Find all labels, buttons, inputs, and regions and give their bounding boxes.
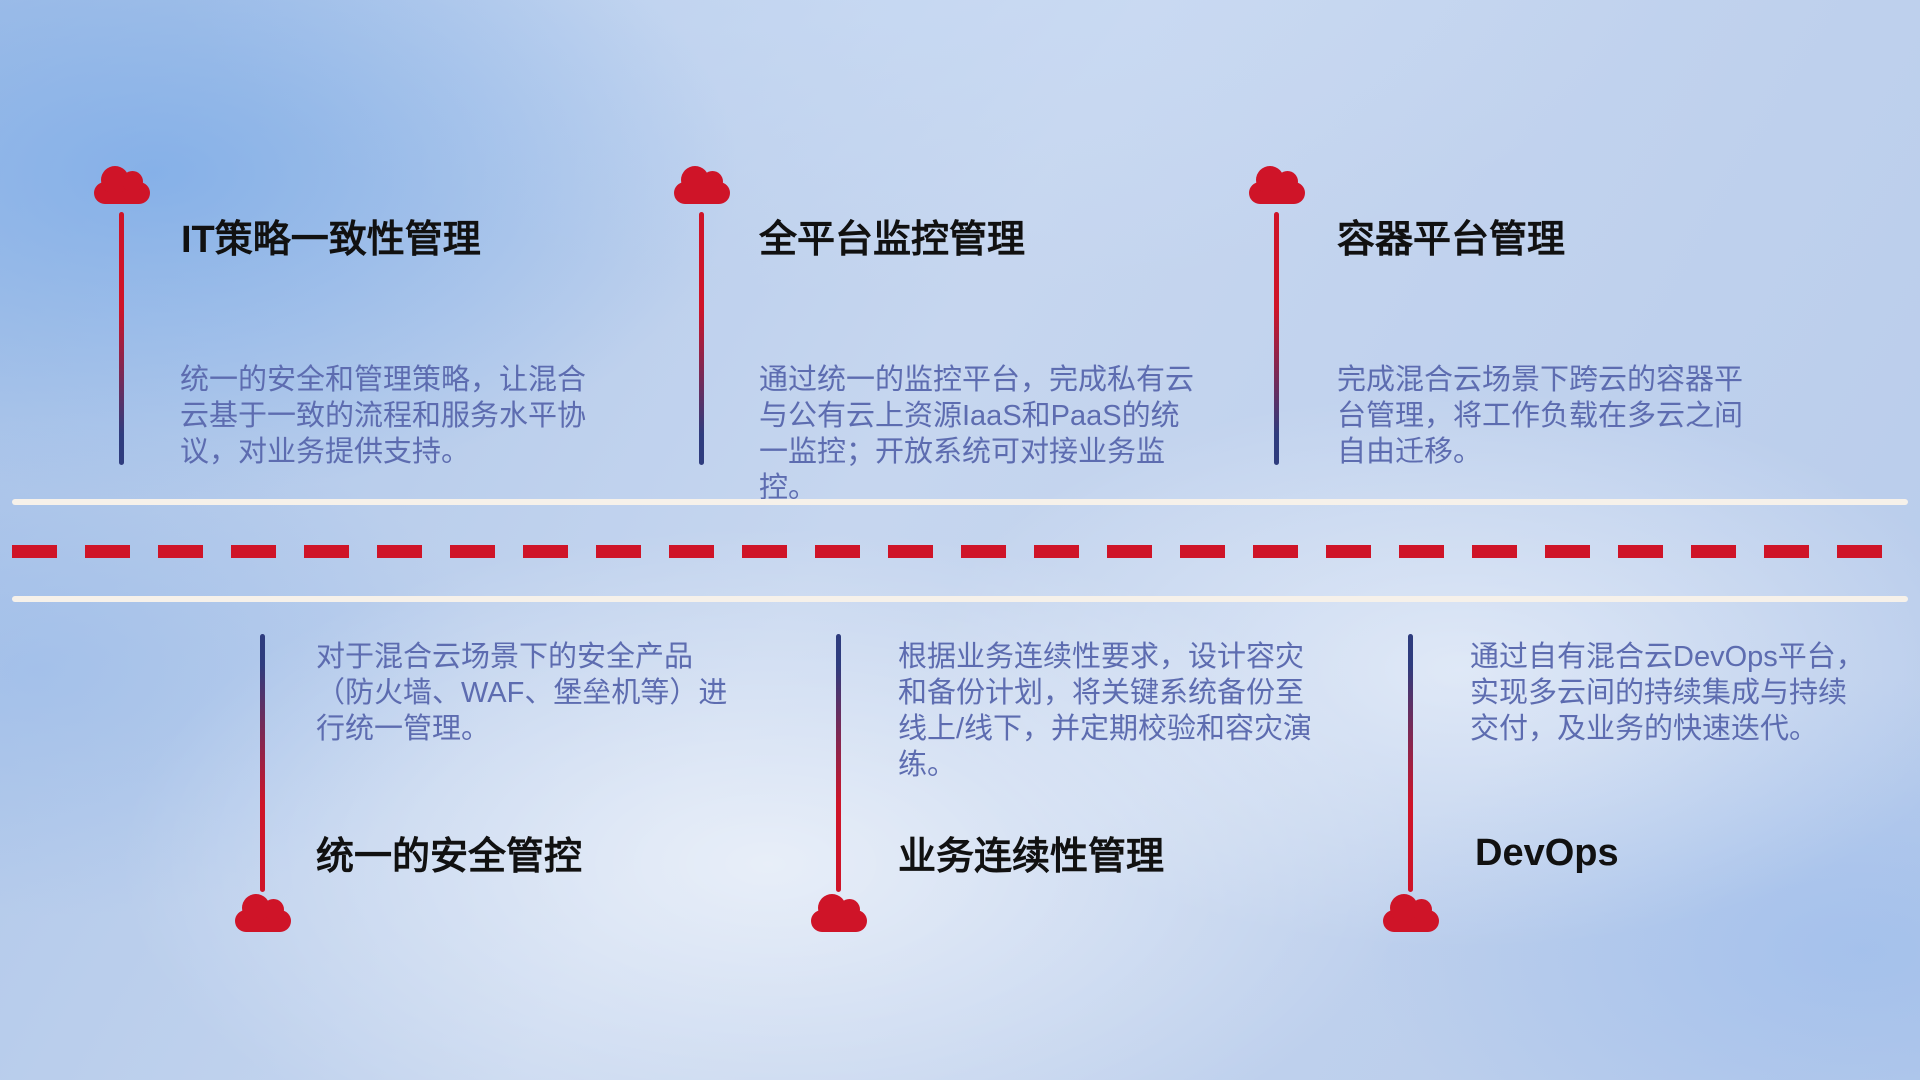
divider-dashed-line (12, 545, 1908, 558)
item-desc: 统一的安全和管理策略，让混合云基于一致的流程和服务水平协议，对业务提供支持。 (180, 364, 587, 468)
item-desc: 通过统一的监控平台，完成私有云与公有云上资源IaaS和PaaS的统一监控；开放系… (759, 364, 1195, 504)
item-title: 全平台监控管理 (759, 219, 1026, 261)
timeline-bar (836, 634, 841, 892)
divider-line-top (12, 499, 1908, 505)
cloud-icon (1383, 894, 1439, 932)
timeline-bar (699, 212, 704, 465)
timeline-bar (1408, 634, 1413, 892)
item-title: IT策略一致性管理 (181, 219, 481, 261)
item-title: DevOps (1475, 832, 1619, 874)
item-desc: 根据业务连续性要求，设计容灾和备份计划，将关键系统备份至线上/线下，并定期校验和… (898, 641, 1313, 781)
cloud-icon (235, 894, 291, 932)
cloud-icon (674, 166, 730, 204)
timeline-bar (119, 212, 124, 465)
cloud-icon (1249, 166, 1305, 204)
item-desc: 通过自有混合云DevOps平台，实现多云间的持续集成与持续交付，及业务的快速迭代… (1470, 641, 1865, 745)
item-desc: 对于混合云场景下的安全产品（防火墙、WAF、堡垒机等）进行统一管理。 (316, 641, 728, 745)
cloud-icon (811, 894, 867, 932)
item-desc: 完成混合云场景下跨云的容器平台管理，将工作负载在多云之间自由迁移。 (1337, 364, 1744, 468)
timeline-bar (1274, 212, 1279, 465)
divider-line-bottom (12, 596, 1908, 602)
item-title: 业务连续性管理 (898, 836, 1165, 878)
item-title: 统一的安全管控 (316, 836, 583, 878)
item-title: 容器平台管理 (1337, 219, 1566, 261)
timeline-bar (260, 634, 265, 892)
cloud-icon (94, 166, 150, 204)
